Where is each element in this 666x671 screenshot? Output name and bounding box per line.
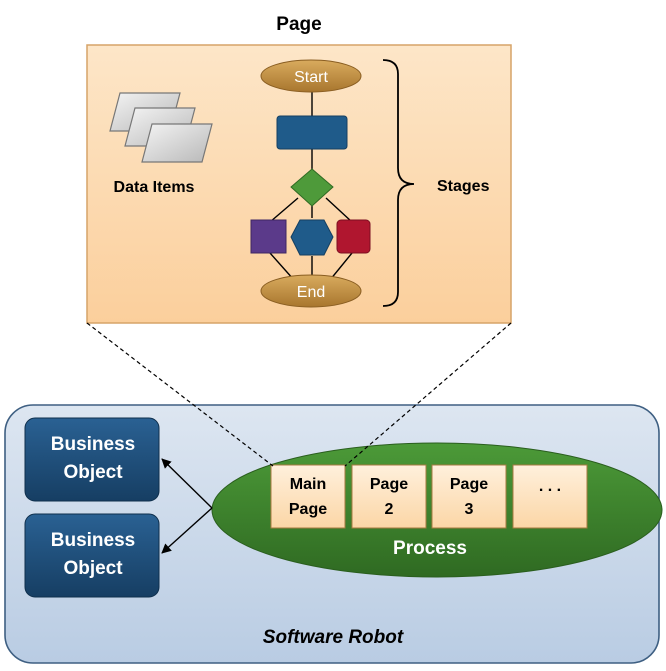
page-box-3[interactable]: Page 3 <box>431 464 507 529</box>
page-box-more[interactable]: . . . <box>512 464 588 529</box>
page-box-main[interactable]: Main Page <box>270 464 346 529</box>
page-box-line1: Main <box>290 476 326 493</box>
stages-label: Stages <box>437 178 490 195</box>
end-terminal <box>260 274 362 308</box>
page-box-line1: Page <box>370 476 408 493</box>
decision-stage <box>290 168 334 207</box>
data-items-icon <box>109 92 213 163</box>
page-box-line2: 3 <box>465 501 474 518</box>
page-box-2[interactable]: Page 2 <box>351 464 427 529</box>
data-items-label: Data Items <box>114 179 195 196</box>
page-title: Page <box>276 14 321 35</box>
stages-brace <box>382 59 415 307</box>
flow-connectors <box>269 90 353 281</box>
page-box-ellipsis: . . . <box>539 478 561 495</box>
software-robot-label: Software Robot <box>263 627 404 648</box>
business-object-line1: Business <box>51 530 135 551</box>
business-object-line2: Object <box>63 462 123 483</box>
purple-stage <box>250 219 287 254</box>
business-object-arrows <box>161 458 213 554</box>
process-label: Process <box>393 538 467 559</box>
page-box-line2: 2 <box>385 501 394 518</box>
process-pages: Main Page Page 2 Page 3 . . . <box>270 464 588 529</box>
business-object-1[interactable]: Business Object <box>24 417 160 502</box>
start-terminal <box>260 59 362 93</box>
business-object-line2: Object <box>63 558 123 579</box>
business-object-line1: Business <box>51 434 135 455</box>
page-box-line1: Page <box>450 476 488 493</box>
end-label: End <box>297 284 325 301</box>
start-label: Start <box>294 69 328 86</box>
hexagon-stage <box>290 219 334 256</box>
page-box-line2: Page <box>289 501 327 518</box>
zoom-lines <box>86 322 512 467</box>
business-object-2[interactable]: Business Object <box>24 513 160 598</box>
red-stage <box>336 219 371 254</box>
action-stage <box>276 115 348 150</box>
